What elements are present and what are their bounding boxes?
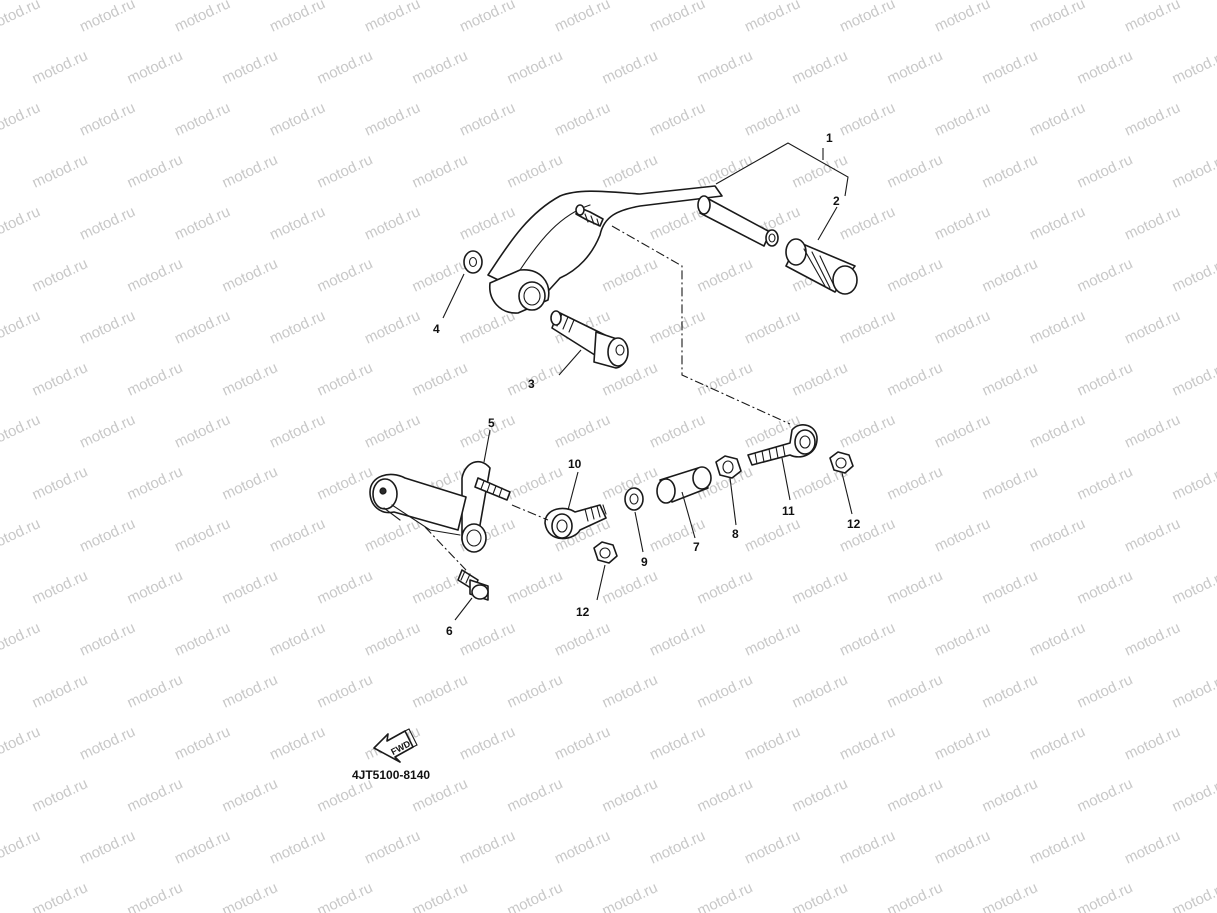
callout-10: 10 — [568, 457, 582, 471]
diagram-code: 4JT5100-8140 — [352, 768, 430, 782]
callout-11: 11 — [782, 504, 795, 518]
rubber-peg-part-2 — [785, 238, 858, 295]
callout-5: 5 — [488, 416, 495, 430]
callout-numbers: 1 2 3 4 5 6 7 8 9 10 11 12 12 — [433, 131, 861, 638]
rod-end-part-10 — [544, 504, 607, 540]
callout-3: 3 — [528, 377, 535, 391]
assembly-lines — [424, 225, 791, 571]
callout-8: 8 — [732, 527, 739, 541]
callout-1: 1 — [826, 131, 833, 145]
callout-12-upper: 12 — [847, 517, 861, 531]
washer-part-4 — [463, 250, 483, 274]
clamp-bolt-part-6 — [457, 569, 489, 601]
nut-part-8 — [715, 455, 742, 479]
nut-part-12-upper — [829, 451, 854, 474]
leader-lines — [442, 142, 853, 621]
rod-end-part-11 — [747, 424, 818, 466]
washer-part-9 — [624, 487, 644, 511]
callout-7: 7 — [693, 540, 700, 554]
callout-12-lower: 12 — [576, 605, 590, 619]
callout-9: 9 — [641, 555, 648, 569]
shift-arm-part-5 — [369, 460, 511, 553]
callout-4: 4 — [433, 322, 440, 336]
shift-pedal-part-1 — [487, 185, 779, 314]
callout-6: 6 — [446, 624, 453, 638]
collar-part-7 — [656, 466, 712, 504]
forward-arrow-icon — [373, 728, 418, 763]
pivot-bolt-part-3 — [550, 310, 629, 369]
forward-direction-badge: FWD — [373, 728, 418, 763]
callout-2: 2 — [833, 194, 840, 208]
nut-part-12-lower — [593, 541, 618, 564]
